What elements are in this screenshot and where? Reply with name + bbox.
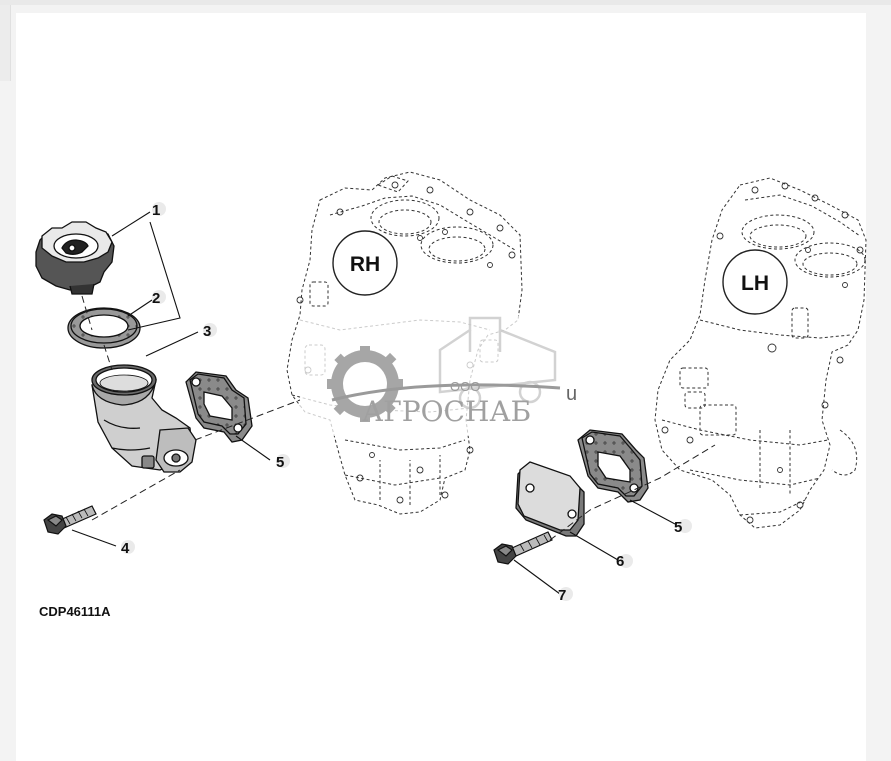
callout-7: 7 <box>558 587 566 604</box>
assembly-lines <box>81 295 716 541</box>
lh-label: LH <box>741 272 769 295</box>
bolt-4 <box>43 505 97 535</box>
filler-neck <box>91 364 197 473</box>
cover-plate <box>515 461 585 537</box>
watermark-suffix: u <box>566 383 577 405</box>
lh-label-badge: LH <box>722 249 788 315</box>
oil-filler-cap <box>35 221 115 295</box>
rh-label-badge: RH <box>332 230 398 296</box>
callouts: 1 2 3 4 5 5 6 7 <box>121 202 692 604</box>
watermark-truck-icon <box>438 316 557 410</box>
watermark-gear-icon <box>327 346 561 422</box>
callout-5-right: 5 <box>674 519 682 536</box>
callout-3: 3 <box>203 323 211 340</box>
lh-engine-block <box>654 177 867 529</box>
bolt-7 <box>493 531 553 565</box>
top-bar <box>0 0 891 5</box>
callout-6: 6 <box>616 553 624 570</box>
callout-5-left: 5 <box>276 454 284 471</box>
callout-2: 2 <box>152 290 160 307</box>
seal-ring <box>67 307 141 349</box>
leader-lines <box>71 211 676 595</box>
rh-label: RH <box>350 253 380 276</box>
figure-code: CDP46111A <box>39 604 111 619</box>
gasket-left <box>185 371 253 443</box>
gasket-right <box>577 429 649 503</box>
watermark-prefix: ООО <box>450 379 480 394</box>
callout-1: 1 <box>152 202 160 219</box>
side-strip <box>0 5 11 81</box>
callout-4: 4 <box>121 540 130 557</box>
watermark: ООО АГРОСНАБ u <box>300 316 577 436</box>
lh-block-bolt-holes <box>661 182 864 524</box>
watermark-name: АГРОСНАБ <box>362 395 531 428</box>
